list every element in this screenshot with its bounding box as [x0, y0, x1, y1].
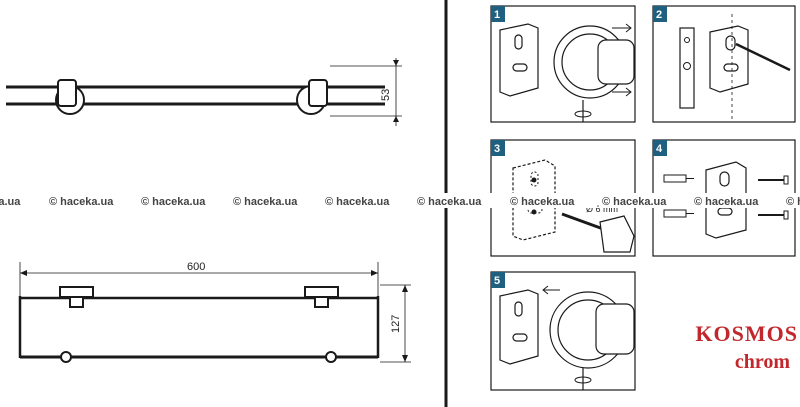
brand-block: KOSMOS chrom [695, 321, 798, 373]
depth-dimension: 127 [380, 284, 411, 363]
watermark-text: © haceka.ua [325, 196, 390, 208]
step-2-number: 2 [656, 9, 662, 21]
watermark-text: © haceka.ua [0, 196, 21, 208]
watermark-backdrop [46, 193, 136, 208]
width-dimension: 600 [19, 261, 379, 296]
right-bracket [304, 286, 339, 308]
step-1-panel: 1 [490, 5, 636, 123]
drill-size-label: Ø 6 mm [586, 204, 618, 214]
height-dimension-label: 53 [380, 89, 392, 101]
watermark-backdrop [322, 193, 412, 208]
watermark-text: © haceka.ua [602, 196, 667, 208]
upper-wall-plug [663, 174, 694, 183]
watermark-text: © haceka.ua [141, 196, 206, 208]
lower-screw [758, 210, 789, 220]
watermark-backdrop [414, 193, 504, 208]
step-5-badge [491, 272, 505, 288]
depth-dimension-label: 127 [390, 315, 402, 333]
watermark-backdrop [783, 193, 800, 208]
watermark-backdrop [0, 193, 43, 208]
step-4-badge [653, 140, 667, 156]
watermark-row: © haceka.ua © haceka.ua © haceka.ua © hacek… [0, 193, 800, 208]
brand-finish: chrom [735, 351, 791, 373]
step-1-badge [491, 6, 505, 22]
top-view-drawing: 600 127 [18, 261, 411, 363]
watermark-text: © haceka.ua [510, 196, 575, 208]
right-rail-end [325, 351, 337, 363]
watermark-backdrop [599, 193, 689, 208]
width-dimension-label: 600 [187, 261, 205, 273]
brand-name: KOSMOS [695, 321, 798, 346]
upper-screw [758, 175, 789, 185]
left-holder [55, 79, 85, 115]
watermark-backdrop [230, 193, 320, 208]
step-1-number: 1 [494, 9, 500, 21]
step-3-badge [491, 140, 505, 156]
lower-wall-plug [663, 209, 694, 218]
step-2-panel: 2 [652, 5, 796, 123]
right-holder [296, 79, 328, 115]
height-dimension: 53 [330, 58, 402, 126]
watermark-text: © haceka.ua [417, 196, 482, 208]
step-5-number: 5 [494, 275, 500, 287]
left-rail-end [60, 351, 72, 363]
left-bracket [59, 286, 94, 308]
watermark-text: © haceka.ua [694, 196, 759, 208]
step-3-number: 3 [494, 143, 500, 155]
side-view-drawing: 53 [6, 58, 402, 126]
watermark-backdrop [507, 193, 597, 208]
watermark-backdrop [691, 193, 781, 208]
watermark-backdrop [138, 193, 228, 208]
step-2-badge [653, 6, 667, 22]
step-4-number: 4 [656, 143, 663, 155]
step-5-panel: 5 [490, 271, 636, 391]
watermark-text: © haceka.ua [786, 196, 800, 208]
watermark-text: © haceka.ua [233, 196, 298, 208]
watermark-text: © haceka.ua [49, 196, 114, 208]
